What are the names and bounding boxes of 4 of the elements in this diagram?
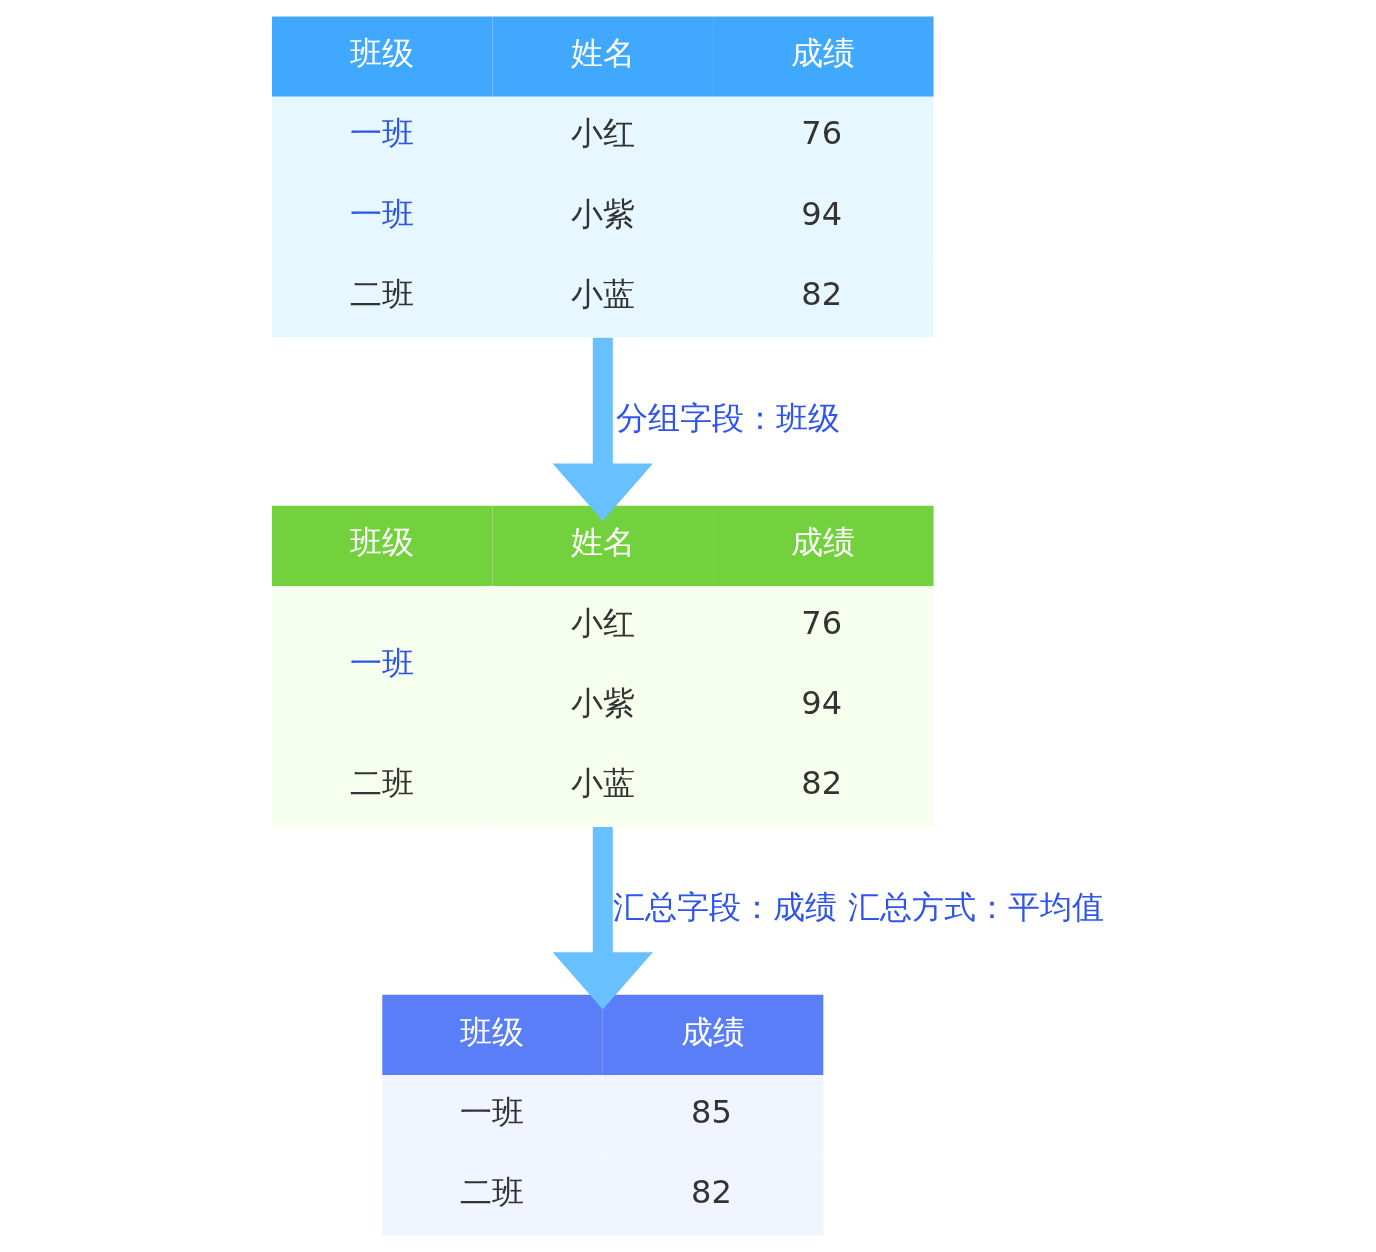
edge-label: 分组字段：班级	[616, 399, 841, 438]
edge-label: 汇总字段：成绩 汇总方式：平均值	[613, 888, 1104, 927]
arrow	[552, 337, 653, 521]
arrow	[552, 826, 653, 1010]
